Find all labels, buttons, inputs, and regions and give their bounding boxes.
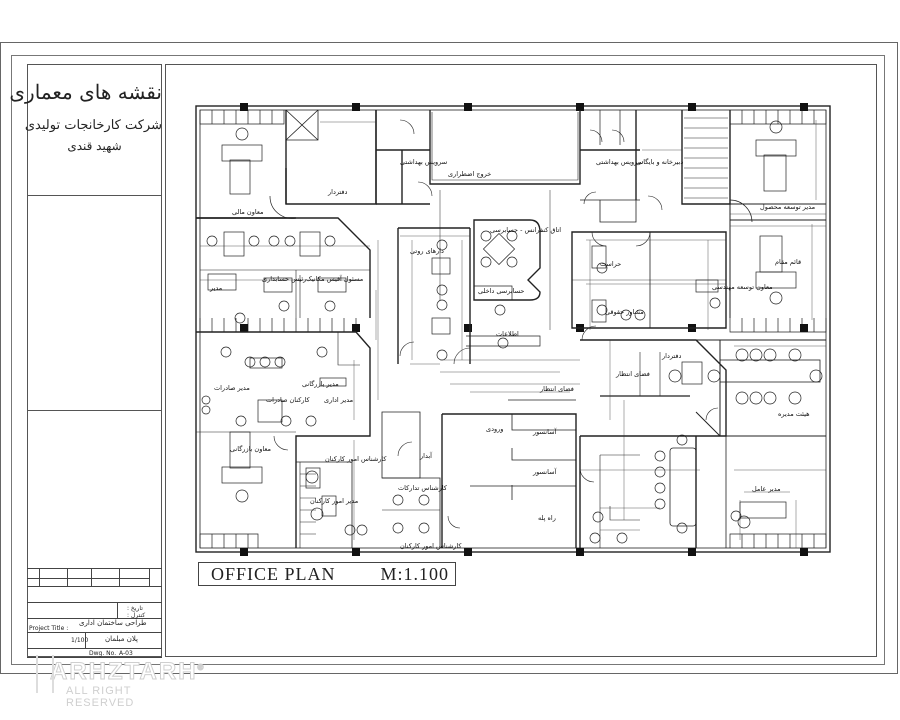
room-label-sales-manager: مدیر صادرات: [214, 384, 250, 392]
room-label-document-control: دارهای روتی: [410, 247, 444, 255]
plan-title-label: OFFICE PLAN: [211, 563, 336, 584]
stamp-row-sheet: Dwg. No. A-03: [27, 649, 162, 658]
drawing-title-value: پلان مبلمان: [105, 635, 138, 643]
project-title-label: Project Title :: [29, 625, 69, 632]
room-label-waiting-1: فضای انتظار: [540, 385, 574, 393]
room-label-admin-manager: مدیر اداری: [324, 396, 354, 404]
watermark-notice: ALL RIGHT RESERVED: [66, 685, 135, 709]
room-label-accounting-head: رئیس حسابداری: [262, 275, 307, 283]
sheet-number-label: Dwg. No.: [89, 650, 117, 657]
stamp-row-project: Project Title : طراحی ساختمان اداری: [27, 619, 162, 633]
room-label-hr-manager: مدیر امور کارکنان: [310, 497, 359, 505]
room-label-wc-women: سرویس بهداشتی: [596, 158, 644, 166]
title-stamp-table: تاریخ : کنترل : Project Title : طراحی سا…: [27, 568, 162, 658]
room-label-pantry: آبدار: [420, 452, 432, 460]
room-label-elevator-2: آسانسور: [533, 468, 557, 476]
room-label-legal-advisor: مشاور حقوقی: [605, 308, 644, 316]
stamp-row-revision: [27, 587, 162, 603]
stamp-row-header: [27, 569, 162, 587]
sheet-number-value: A-03: [119, 650, 133, 657]
room-label-board-room: هیئت مدیره: [778, 410, 810, 418]
room-label-secretariat-top: دفتردار: [328, 188, 348, 196]
room-label-manager-small: مدیر: [210, 284, 223, 292]
room-label-ceo: مدیر عامل: [752, 485, 781, 493]
room-label-eng-deputy: معاون توسعه مهندسی: [712, 283, 773, 291]
company-label: شرکت کارخانجات تولیدی: [24, 118, 162, 133]
room-label-staff-expert: کارشناس امور کارکنان: [400, 542, 462, 550]
room-label-internal-audit: حسابرسی داخلی: [478, 287, 525, 295]
scale-value: 1/100: [71, 637, 89, 644]
room-label-deputy-finance: معاون مالی: [232, 208, 264, 216]
sheet-outer-border: [0, 42, 898, 674]
room-label-mechanical-expert: مسئول آفیس مکانیک: [306, 275, 364, 283]
plan-title-box: OFFICE PLAN M:1.100: [198, 562, 456, 586]
room-label-stairs: راه پله: [538, 514, 556, 522]
room-label-waiting-2: فضای انتظار: [616, 370, 650, 378]
room-label-security: حراست: [600, 260, 622, 268]
room-label-commerce-deputy: معاون بازرگانی: [230, 445, 271, 453]
project-title-value: طراحی ساختمان اداری: [79, 619, 147, 627]
watermark-brand: ARHZTARH®: [50, 658, 206, 685]
room-label-conference: اتاق کنفرانس - حسابرسی: [490, 226, 562, 234]
room-label-emergency-exit: خروج اضطراری: [448, 170, 492, 178]
sheet-inner-border: [11, 55, 885, 665]
room-label-archive-secretariat: دبیرخانه و بایگانی: [636, 158, 684, 166]
plan-scale: M:1.100: [380, 563, 449, 584]
stamp-row-drawing: پلان مبلمان 1/100: [27, 633, 162, 649]
room-label-commerce-manager: مدیر بازرگانی: [302, 380, 339, 388]
room-label-wc-men: سرویس بهداشتی: [400, 158, 448, 166]
room-label-quality-control: قائم مقام: [775, 258, 802, 266]
company-name: شهید قندی: [67, 139, 122, 153]
room-label-staff-dept-head: کارشناس امور کارکنان: [325, 455, 387, 463]
room-label-product-dev-manager: مدیر توسعه محصول: [760, 203, 816, 211]
room-label-secretariat-mid: دفتردار: [662, 352, 682, 360]
checked-label: کنترل :: [127, 612, 146, 619]
room-label-entrance: ورودی: [486, 425, 504, 433]
room-label-elevator-1: آسانسور: [533, 428, 557, 436]
drawing-set-title: نقشه های معماری: [9, 80, 162, 104]
watermark-logo-icon: [36, 655, 54, 693]
title-block-header: نقشه های معماری شرکت کارخانجات تولیدی شه…: [9, 64, 162, 196]
watermark: ARHZTARH® ALL RIGHT RESERVED: [36, 655, 206, 709]
stamp-row-dates: تاریخ : کنترل :: [27, 603, 162, 619]
room-label-info: اطلاعات: [496, 330, 519, 338]
room-label-export-staff: کارکنان صادرات: [266, 396, 310, 404]
title-column-divider: [27, 410, 162, 411]
title-column: [27, 64, 162, 657]
date-label: تاریخ :: [127, 605, 143, 612]
room-label-procurement-expert: کارشناس تدارکات: [398, 484, 447, 492]
drawing-sheet: [165, 64, 877, 657]
